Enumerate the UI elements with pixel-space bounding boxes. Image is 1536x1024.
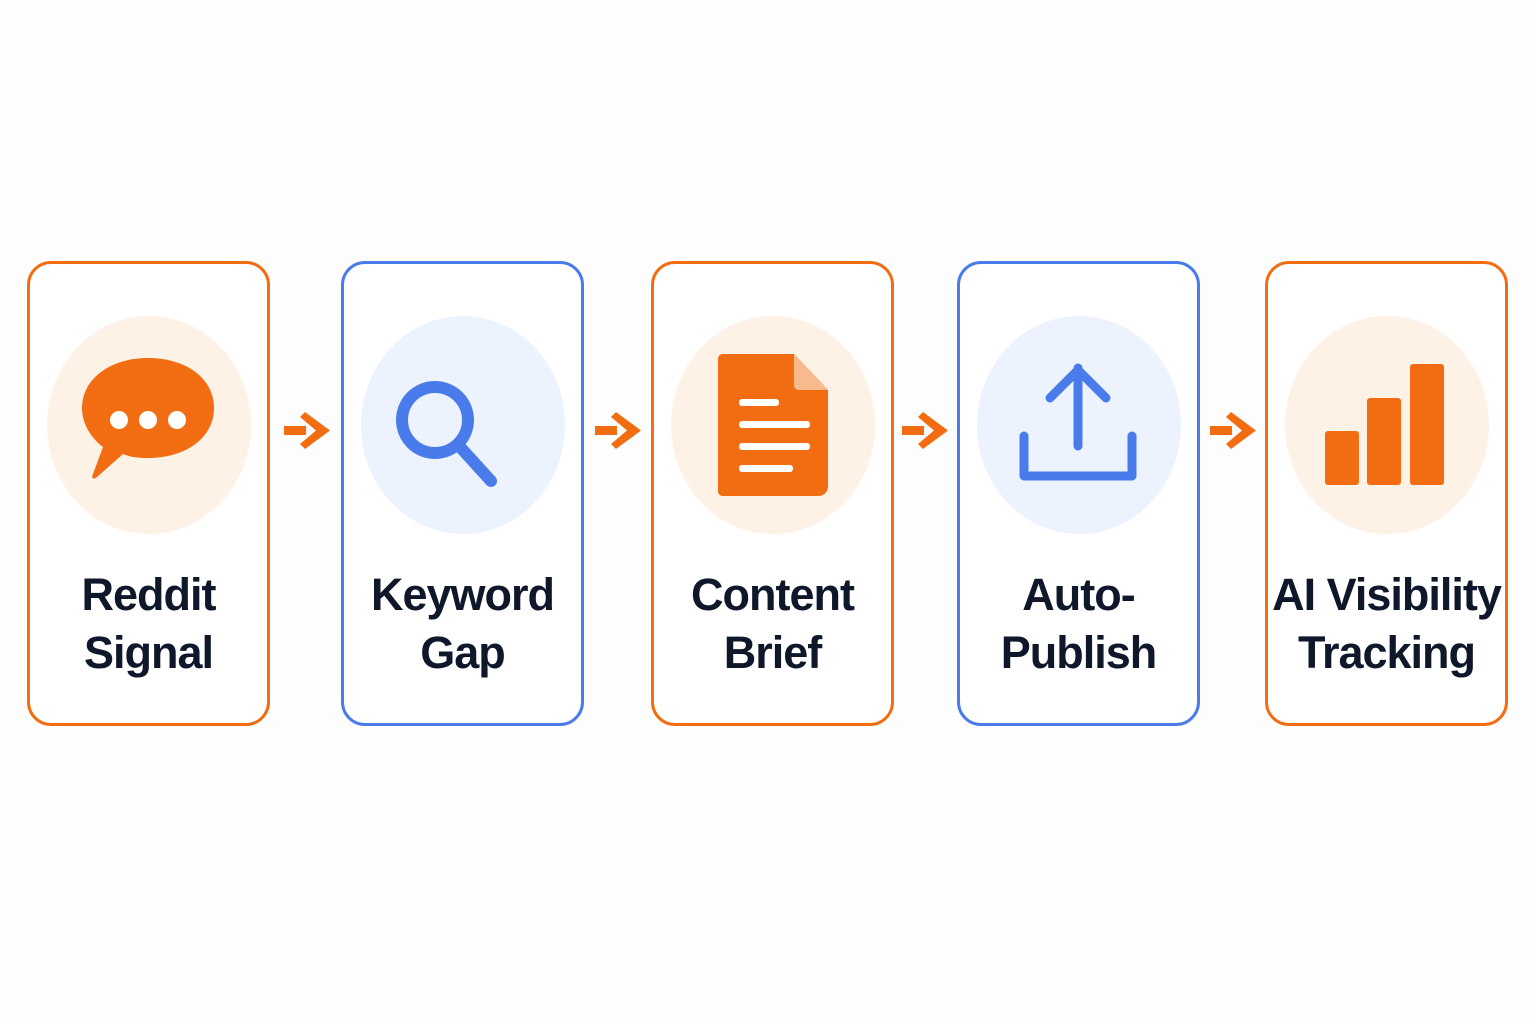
arrow-right-icon — [591, 404, 643, 456]
step-label-line: Signal — [83, 627, 214, 678]
step-label-line: Publish — [1000, 627, 1158, 678]
step-label: Auto- Publish — [960, 566, 1197, 682]
upload-icon — [1019, 363, 1136, 481]
step-label-line: Keyword — [370, 569, 555, 620]
icon-circle — [976, 316, 1181, 534]
arrow-right-icon — [1206, 404, 1258, 456]
step-label: AI Visibility Tracking — [1268, 566, 1505, 682]
step-card-ai-visibility-tracking: AI Visibility Tracking — [1265, 261, 1508, 726]
step-label-line: AI Visibility — [1272, 569, 1502, 620]
chat-bubble-icon — [81, 358, 214, 479]
step-label: Reddit Signal — [30, 566, 267, 682]
step-label-line: Auto- — [1022, 569, 1135, 620]
step-label-line: Gap — [420, 627, 506, 678]
step-label-line: Tracking — [1297, 627, 1476, 678]
arrow-right-icon — [898, 404, 950, 456]
arrow-right-icon — [280, 404, 332, 456]
magnifying-glass-icon — [395, 381, 497, 487]
step-card-auto-publish: Auto- Publish — [957, 261, 1200, 726]
step-label: Keyword Gap — [344, 566, 581, 682]
document-icon — [717, 354, 828, 496]
step-label-line: Reddit — [81, 569, 217, 620]
step-label-line: Brief — [723, 627, 823, 678]
icon-circle — [670, 316, 875, 534]
step-card-keyword-gap: Keyword Gap — [341, 261, 584, 726]
step-label-line: Content — [691, 569, 855, 620]
step-card-content-brief: Content Brief — [651, 261, 894, 726]
icon-circle — [360, 316, 565, 534]
bar-chart-icon — [1324, 364, 1444, 485]
icon-circle — [46, 316, 251, 534]
step-card-reddit-signal: Reddit Signal — [27, 261, 270, 726]
step-label: Content Brief — [654, 566, 891, 682]
icon-circle — [1284, 316, 1489, 534]
